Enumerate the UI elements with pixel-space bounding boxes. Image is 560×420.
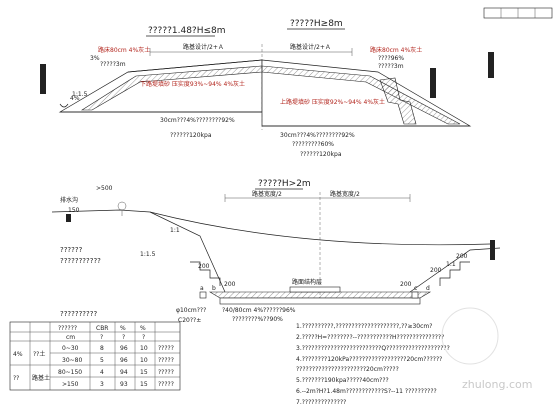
watermark: zhulong.com [441, 307, 532, 391]
notes: 1.??????????,????????????????????,??≥30c… [296, 323, 450, 406]
table-group-2-type: 路基土 [32, 374, 50, 382]
bottom-slope-b: 1:1.5 [140, 251, 156, 258]
property-table: ?????????? ?????? CBR % % cm ? ? ? 4% ??… [9, 310, 181, 391]
top-left-crown-label: 路基设计/2+Ａ [183, 43, 224, 51]
note-4-cont: ??????????????????????20cm????? [296, 366, 399, 373]
table-unit-depth: cm [66, 334, 75, 341]
note-1: 1.??????????,????????????????????,??≥30c… [296, 323, 432, 330]
top-right-title: ?????H≥8m [290, 19, 343, 29]
title-block [483, 7, 553, 19]
top-left-base-strength: ??????120kpa [170, 132, 212, 139]
bottom-slope-a: 1:1 [170, 227, 180, 234]
table-row-1-extra: ????? [158, 345, 174, 352]
table-row-4-cbr: 3 [100, 381, 104, 388]
bottom-title: ?????H>2m [258, 179, 311, 189]
top-left-title: ?????1.48?H≤8m [148, 26, 226, 36]
note-4: 4.????????120kPa??????????????????20cm??… [296, 356, 442, 363]
top-left-base-layer: 30cm???4%????????92% [160, 117, 235, 124]
bottom-note-1: ?????? [60, 246, 83, 254]
bottom-label-b: b [212, 285, 216, 292]
bottom-base-layer: ?40/80cm 4%??????96% [222, 307, 296, 314]
top-right-layer-label: 路床80cm 4%灰土 [370, 46, 422, 54]
top-left-width-label: ?????3m [100, 61, 126, 68]
table-row-1-cbr: 8 [100, 345, 104, 352]
table-group-2: ?? [13, 375, 19, 382]
table-unit-deflection: ? [142, 334, 145, 341]
bottom-section: ?????H>2m 路基宽度/2 路基宽度/2 排水沟 150 >500 1:1… [51, 179, 501, 324]
table-row-2-compaction: 96 [120, 357, 128, 364]
bottom-dim-200c: 200 [400, 281, 412, 288]
table-row-4-deflection: 15 [140, 381, 148, 388]
top-left-fill-label: 下路堤填砂 压实度93%~94% 4%灰土 [140, 80, 245, 88]
bottom-gravel: φ10cm??? [176, 307, 206, 314]
table-unit-compaction: ? [122, 334, 125, 341]
watermark-text: zhulong.com [462, 378, 532, 391]
table-header-compaction: % [120, 325, 126, 332]
bottom-dim-gt500: >500 [96, 185, 113, 192]
top-left-section: ?????1.48?H≤8m 路基设计/2+Ａ 路床80cm 4%灰土 3% ?… [40, 26, 263, 139]
top-right-section: ?????H≥8m 路基设计/2+Ａ 路床80cm 4%灰土 ????96% ?… [261, 19, 494, 158]
bottom-ditch-label: 排水沟 [60, 196, 78, 204]
bottom-right-half: 路基宽度/2 [330, 190, 360, 198]
table-row-2-depth: 30~80 [62, 357, 82, 364]
top-right-crown-label: 路基设计/2+Ａ [290, 43, 331, 51]
table-row-3-compaction: 94 [120, 369, 128, 376]
table-row-3-depth: 80~150 [58, 369, 82, 376]
table-row-1-compaction: 96 [120, 345, 128, 352]
table-title: ?????????? [60, 310, 97, 318]
bottom-base-compact: ????????%??90% [232, 316, 283, 323]
bottom-label-d: d [426, 285, 430, 292]
note-6: 6.--2m?H?1.48m????????????S?--11 ???????… [296, 388, 437, 395]
table-header-deflection: % [140, 325, 146, 332]
table-row-4-depth: >150 [62, 381, 79, 388]
bottom-left-half: 路基宽度/2 [252, 190, 282, 198]
bottom-slope-c: 1:1 [446, 261, 456, 268]
bottom-dim-200e: 200 [456, 253, 468, 260]
table-row-1-depth: 0~30 [62, 345, 79, 352]
top-right-base-strength: ??????120kpa [300, 151, 342, 158]
top-left-slope-ratio: 1:1.5 [72, 91, 88, 98]
bottom-concrete: C20??± [178, 317, 201, 324]
table-row-4-extra: ????? [158, 381, 174, 388]
table-row-3-extra: ????? [158, 369, 174, 376]
bottom-label-a: a [200, 285, 204, 292]
bottom-dim-200a: 200 [198, 263, 210, 270]
table-row-1-deflection: 10 [140, 345, 148, 352]
table-row-3-deflection: 15 [140, 369, 148, 376]
table-group-1: 4% [13, 351, 23, 358]
table-row-2-cbr: 5 [100, 357, 104, 364]
bottom-dim-200d: 200 [430, 267, 442, 274]
top-right-base-layer: 30cm???4%????????92% [280, 132, 355, 139]
bottom-label-c: c [414, 285, 417, 292]
bottom-dim-150: 150 [68, 207, 80, 214]
top-left-slope-label: 3% [90, 55, 100, 62]
top-right-base-layer-2: ?????????60% [292, 141, 334, 148]
table-group-1-type: ??土 [33, 350, 45, 358]
table-row-2-deflection: 10 [140, 357, 148, 364]
table-row-3-cbr: 4 [100, 369, 104, 376]
bottom-pavement: 路面结构层 [292, 278, 322, 286]
top-right-fill-label: 上路堤填砂 压实度92%~94% 4%灰土 [280, 98, 385, 106]
top-right-compaction: ????96% [378, 55, 404, 62]
top-left-ditch-label: 4% [70, 95, 80, 102]
table-row-2-extra: ????? [158, 357, 174, 364]
table-row-4-compaction: 93 [120, 381, 128, 388]
bottom-note-2: ??????????? [60, 257, 101, 265]
table-unit-cbr: ? [100, 334, 103, 341]
top-left-layer-label: 路床80cm 4%灰土 [98, 46, 150, 54]
table-header-depth: ?????? [58, 325, 77, 332]
note-3: 3.?????????????????????????Q????????????… [296, 345, 450, 352]
note-5: 5.???????190kpa?????40cm??? [296, 377, 389, 384]
note-2: 2.?????H=????????--???????????H?????????… [296, 334, 444, 341]
top-right-width-label: ?????3m [378, 63, 404, 70]
bottom-dim-200b: 200 [224, 281, 236, 288]
note-7: 7.?????????????? [296, 399, 346, 406]
table-header-cbr: CBR [96, 325, 108, 332]
